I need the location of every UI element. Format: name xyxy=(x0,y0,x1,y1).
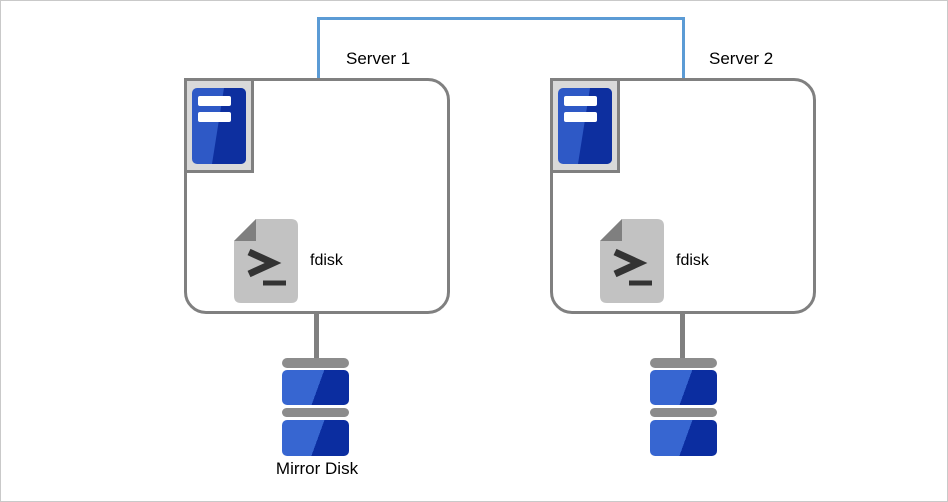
disk-body xyxy=(282,370,349,405)
server1-label: Server 1 xyxy=(346,49,411,68)
disk-platter-bar xyxy=(282,358,349,368)
server2-disk-connector xyxy=(680,311,685,361)
disk-body xyxy=(282,420,349,456)
server-tower-icon xyxy=(558,87,612,164)
mirror-disk-label: Mirror Disk xyxy=(275,459,359,478)
server2-tool: fdisk xyxy=(600,219,709,303)
disk-stack-icon xyxy=(650,358,717,456)
server-tower-icon xyxy=(184,78,254,173)
disk-body xyxy=(650,370,717,405)
disk-platter-bar xyxy=(282,408,349,417)
terminal-file-icon xyxy=(234,219,298,303)
server1-disk-connector xyxy=(314,311,319,361)
disk-body xyxy=(650,420,717,456)
server2-box: fdisk xyxy=(550,78,816,314)
server1-tool-label: fdisk xyxy=(310,252,343,269)
server1-tool: fdisk xyxy=(234,219,343,303)
server2-label: Server 2 xyxy=(709,49,774,68)
server-tower-icon xyxy=(550,78,620,173)
server1-box: fdisk xyxy=(184,78,450,314)
disk-platter-bar xyxy=(650,408,717,417)
server2-tool-label: fdisk xyxy=(676,252,709,269)
server-interconnect-line xyxy=(317,17,685,78)
disk-stack-icon xyxy=(282,358,349,456)
server-tower-icon xyxy=(192,87,246,164)
terminal-file-icon xyxy=(600,219,664,303)
disk-platter-bar xyxy=(650,358,717,368)
